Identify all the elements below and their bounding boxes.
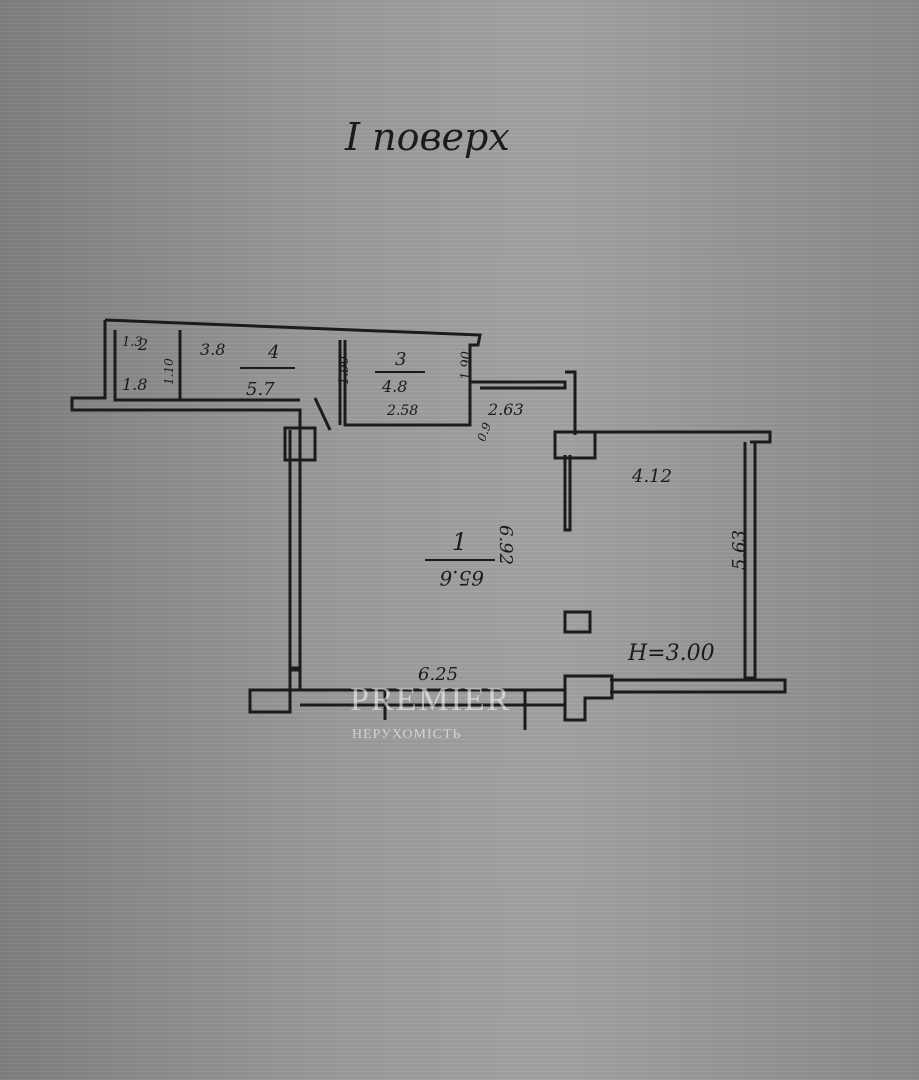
room3-width: 2.58 bbox=[386, 403, 418, 419]
wall-corridor-top bbox=[470, 380, 567, 390]
room3-number: 3 bbox=[395, 349, 406, 370]
room3-area: 4.8 bbox=[381, 377, 407, 396]
wall-left-ledge bbox=[70, 320, 302, 430]
partition bbox=[563, 455, 572, 532]
wall-main-left bbox=[288, 430, 302, 672]
door-swing bbox=[313, 397, 332, 431]
room2-width: 1.3 bbox=[122, 335, 143, 350]
watermark-subtitle: НЕРУХОМІСТЬ bbox=[352, 727, 462, 742]
wall-room2 bbox=[113, 330, 182, 402]
wall-room3 bbox=[104, 318, 482, 427]
wall-bottom-left-pier bbox=[248, 666, 302, 714]
column-right bbox=[553, 430, 597, 460]
wall-right-top bbox=[595, 430, 772, 444]
room3-depth: 1.90 bbox=[459, 351, 474, 380]
room1-area: 65.6 bbox=[439, 566, 484, 590]
wall-corridor-right bbox=[565, 370, 577, 435]
right-width: 4.12 bbox=[631, 466, 672, 487]
chimney-box bbox=[563, 610, 592, 634]
room4-number: 4 bbox=[267, 342, 279, 363]
room2-depth: 1.10 bbox=[162, 358, 176, 385]
room2-number: 2 bbox=[137, 335, 148, 354]
bottom-width: 6.25 bbox=[418, 664, 458, 685]
wall-bottom-right bbox=[610, 678, 787, 694]
room4-length: 3.8 bbox=[200, 340, 225, 359]
column-left bbox=[283, 426, 317, 462]
watermark-brand: PREMIER bbox=[350, 681, 511, 718]
room2-area: 1.8 bbox=[122, 375, 147, 394]
main-height-dim: 6.92 bbox=[495, 525, 516, 565]
wall-bottom-window bbox=[300, 688, 565, 707]
room4-depth: 1.90 bbox=[337, 356, 352, 385]
ceiling-height: H=3.00 bbox=[627, 641, 715, 666]
corridor-width: 2.63 bbox=[487, 400, 524, 419]
walls bbox=[70, 318, 787, 730]
room4-area: 5.7 bbox=[246, 379, 275, 400]
floor-title: I поверх bbox=[344, 115, 510, 159]
wall-bottom-right-pier bbox=[563, 674, 614, 722]
window-marks bbox=[383, 690, 527, 730]
room1-number: 1 bbox=[452, 528, 467, 556]
right-height: 5.63 bbox=[729, 530, 750, 570]
wall-right bbox=[743, 442, 757, 680]
door-width: 0.9 bbox=[474, 420, 494, 443]
